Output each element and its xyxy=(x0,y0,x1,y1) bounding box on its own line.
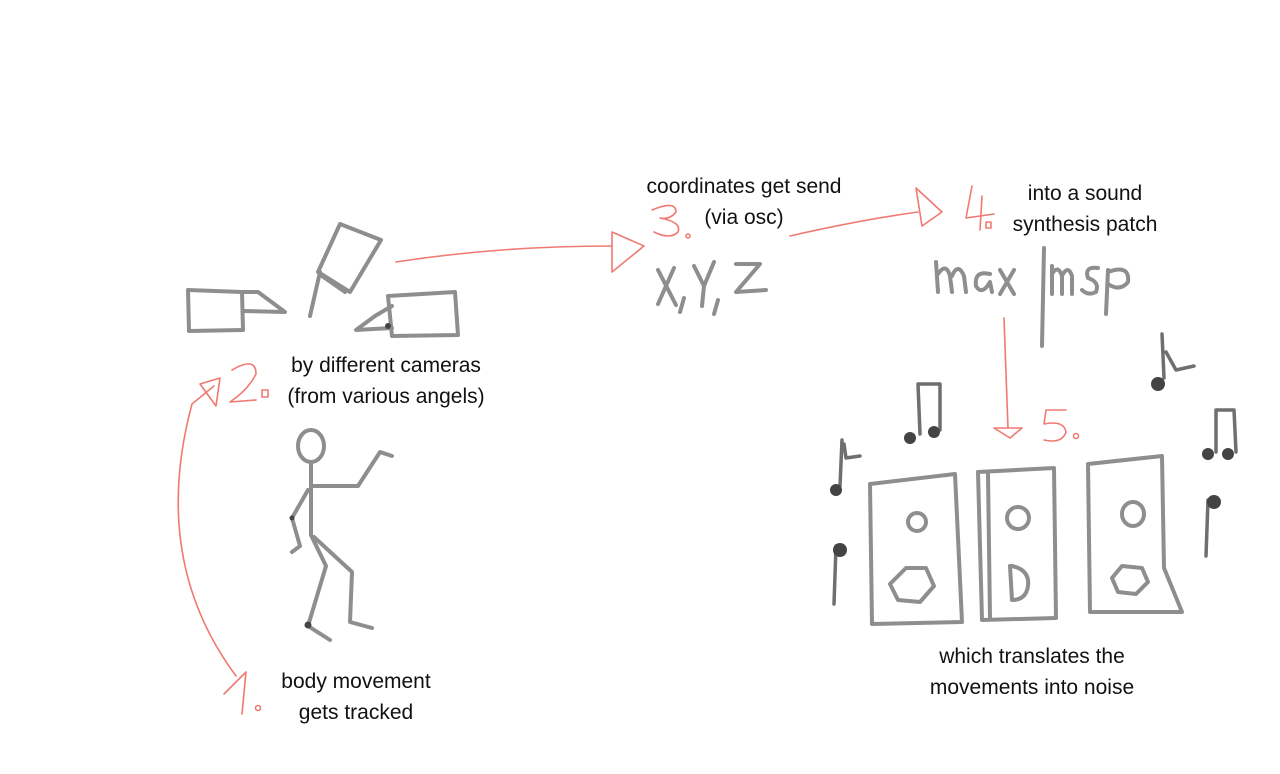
step-number-1 xyxy=(223,671,262,715)
step-1-label: body movement gets tracked xyxy=(262,666,450,728)
step-number-3 xyxy=(651,204,691,239)
arrow-step4-to-step5 xyxy=(993,317,1023,439)
step-number-2 xyxy=(229,363,269,403)
step-3-label: coordinates get send (via osc) xyxy=(624,171,864,233)
step-1-line-2: gets tracked xyxy=(298,701,414,724)
max-msp-handwriting xyxy=(934,246,1131,348)
step-3-line-1: coordinates get send xyxy=(646,175,842,198)
step-3-line-2: (via osc) xyxy=(704,206,784,229)
camera-3-sketch xyxy=(354,290,460,338)
arrow-step1-to-step2 xyxy=(177,377,237,677)
step-1-line-1: body movement xyxy=(281,670,431,693)
step-2-line-2: (from various angels) xyxy=(287,385,485,408)
speaker-2-sketch xyxy=(976,466,1058,622)
music-notes-sketch xyxy=(830,332,1238,606)
speaker-1-sketch xyxy=(868,472,964,626)
step-5-label: which translates the movements into nois… xyxy=(904,641,1160,703)
step-4-line-2: synthesis patch xyxy=(1012,213,1158,236)
camera-2-sketch xyxy=(308,222,383,318)
dancer-figure-sketch xyxy=(289,428,394,642)
step-2-label: by different cameras (from various angel… xyxy=(266,350,506,412)
step-number-5 xyxy=(1043,409,1080,442)
step-5-line-2: movements into noise xyxy=(929,676,1135,699)
step-5-line-1: which translates the xyxy=(939,645,1125,668)
coords-handwriting xyxy=(656,260,768,316)
step-2-line-1: by different cameras xyxy=(291,354,481,377)
camera-1-sketch xyxy=(186,288,287,333)
arrow-step2-to-step3 xyxy=(395,231,645,273)
step-4-label: into a sound synthesis patch xyxy=(994,178,1176,240)
step-4-line-1: into a sound xyxy=(1027,182,1143,205)
speaker-3-sketch xyxy=(1086,454,1184,614)
arrow-step3-to-step4 xyxy=(789,187,943,237)
step-number-4 xyxy=(965,185,995,231)
